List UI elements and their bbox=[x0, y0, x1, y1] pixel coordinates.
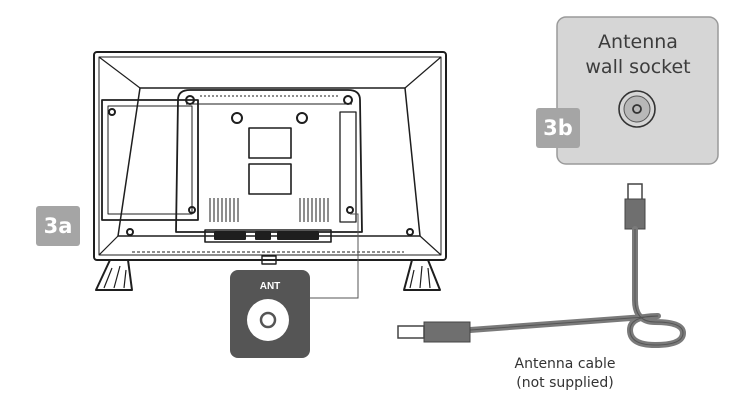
wall-socket-label-line1: Antenna bbox=[598, 31, 678, 53]
cable-label-line2: (not supplied) bbox=[516, 375, 614, 391]
tv-stand-left bbox=[95, 259, 133, 291]
step-badge-3b: 3b bbox=[536, 108, 580, 148]
cable-label: Antenna cable (not supplied) bbox=[470, 355, 660, 393]
ant-label: ANT bbox=[259, 281, 281, 292]
antenna-cable bbox=[397, 183, 686, 348]
ant-callout-line bbox=[310, 213, 359, 299]
coax-socket-icon bbox=[618, 90, 656, 128]
tv-stand-right bbox=[403, 259, 441, 291]
step-badge-3a: 3a bbox=[36, 206, 80, 246]
cable-label-line1: Antenna cable bbox=[514, 356, 616, 372]
wall-socket-label: Antenna wall socket bbox=[560, 30, 716, 80]
wall-socket-label-line2: wall socket bbox=[585, 56, 691, 78]
coax-port-icon bbox=[247, 299, 289, 341]
tv-back bbox=[93, 51, 447, 265]
